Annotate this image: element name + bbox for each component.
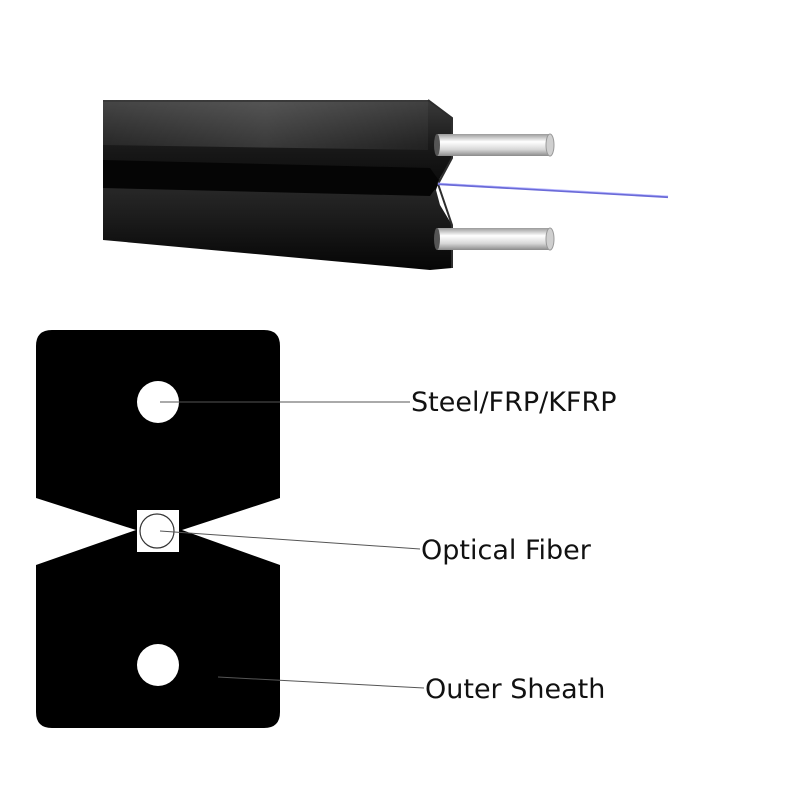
cable-notch-groove [103, 160, 440, 196]
label-strength-member: Steel/FRP/KFRP [411, 387, 617, 418]
cable-3d-view [103, 99, 669, 270]
optical-fiber-highlight [437, 182, 669, 197]
leader-line-sheath [217, 676, 425, 689]
cable-sheen [103, 102, 428, 150]
leader-lines [159, 401, 425, 689]
strength-member-upper [137, 381, 179, 423]
cable-jacket-lower [103, 182, 452, 270]
strength-rod-upper [434, 133, 555, 157]
optical-fiber-box [137, 510, 179, 552]
label-outer-sheath: Outer Sheath [425, 674, 605, 705]
strength-member-lower [137, 644, 179, 686]
strength-rod-lower [434, 227, 555, 251]
label-optical-fiber: Optical Fiber [421, 535, 592, 566]
cable-cross-section [36, 330, 280, 728]
optical-fiber-core [139, 513, 175, 549]
optical-fiber-strand [437, 182, 669, 199]
leader-line-fiber [159, 530, 421, 550]
